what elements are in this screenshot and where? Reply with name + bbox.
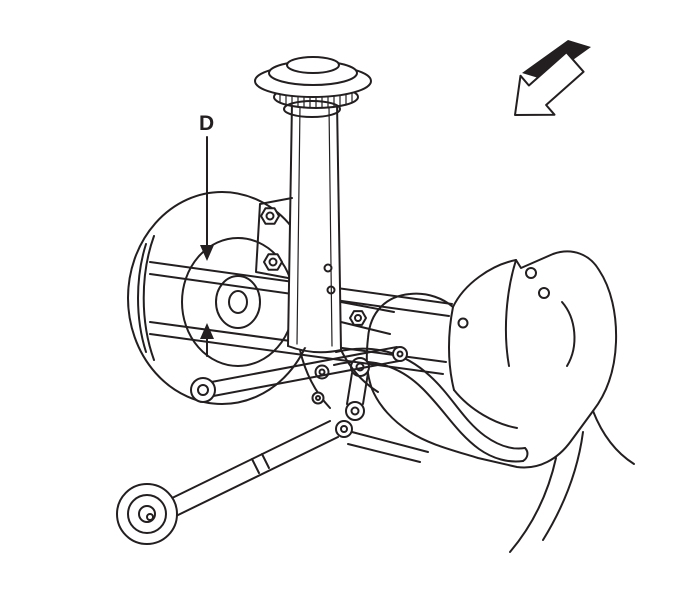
dimension-label: D: [199, 112, 214, 135]
lateral-links: [116, 346, 429, 545]
link-bolt: [392, 346, 408, 362]
up-arrow-icon: [200, 323, 214, 339]
bracket-bolt-hex: [263, 253, 283, 271]
link-collar: [261, 453, 270, 469]
drum-hub-center: [228, 290, 248, 314]
knuckle-bolt-hex: [349, 310, 367, 326]
down-arrow-icon: [200, 245, 214, 261]
strut-hole: [326, 285, 336, 295]
subframe-bolt-hole: [525, 267, 537, 279]
knuckle-bolt: [311, 391, 325, 405]
view-direction-arrow-icon: [514, 40, 591, 116]
link-bolt-eye: [190, 377, 216, 403]
strut-tube: [336, 101, 342, 351]
drum-hub: [215, 275, 261, 329]
direction-arrow-outline: [514, 51, 585, 116]
link-bolt: [335, 420, 353, 438]
subframe-bolt-hole: [538, 287, 550, 299]
link-collar: [251, 458, 260, 474]
strut-tube: [287, 101, 293, 347]
link-bushing: [345, 401, 365, 421]
bushing-eye-ring: [127, 494, 167, 534]
strut-hole: [323, 263, 333, 273]
bracket-bolt-hex: [260, 207, 280, 225]
drum-rim-ridge: [137, 243, 147, 353]
lateral-link-with-bushing: [116, 420, 429, 545]
strut-bracket: [255, 197, 293, 279]
bushing-eye-inner: [138, 505, 156, 523]
knuckle-bracket: [299, 301, 395, 409]
dimension-callout-d: D: [199, 112, 214, 357]
lateral-link-upper: [190, 346, 408, 403]
strut-mount-spring-seat: [254, 56, 372, 118]
strut-assembly: [254, 56, 395, 409]
drum-rim-ridge: [142, 235, 155, 361]
bushing-eye-outer: [116, 483, 178, 545]
subframe-bolt-hole: [457, 317, 469, 329]
suspension-crossmember: [365, 250, 635, 553]
